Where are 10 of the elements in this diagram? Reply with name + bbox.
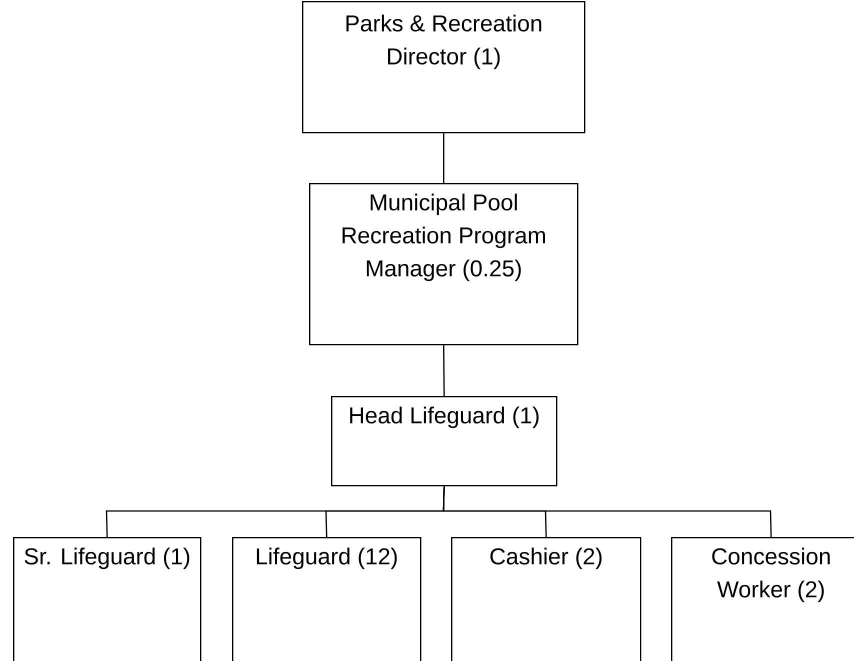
org-box: Head Lifeguard (1) [331, 396, 558, 486]
connector-line [443, 345, 445, 396]
org-box: Concession Worker (2) [671, 537, 854, 661]
connector-line [442, 486, 772, 538]
org-box: Cashier (2) [451, 537, 642, 661]
org-box: Sr. Lifeguard (1) [13, 537, 202, 661]
org-box: Municipal Pool Recreation Program Manager (0.25) [309, 183, 578, 346]
connector-line [443, 133, 444, 183]
org-box: Lifeguard (12) [232, 537, 422, 661]
org-box: Parks & Recreation Director (1) [302, 1, 586, 134]
